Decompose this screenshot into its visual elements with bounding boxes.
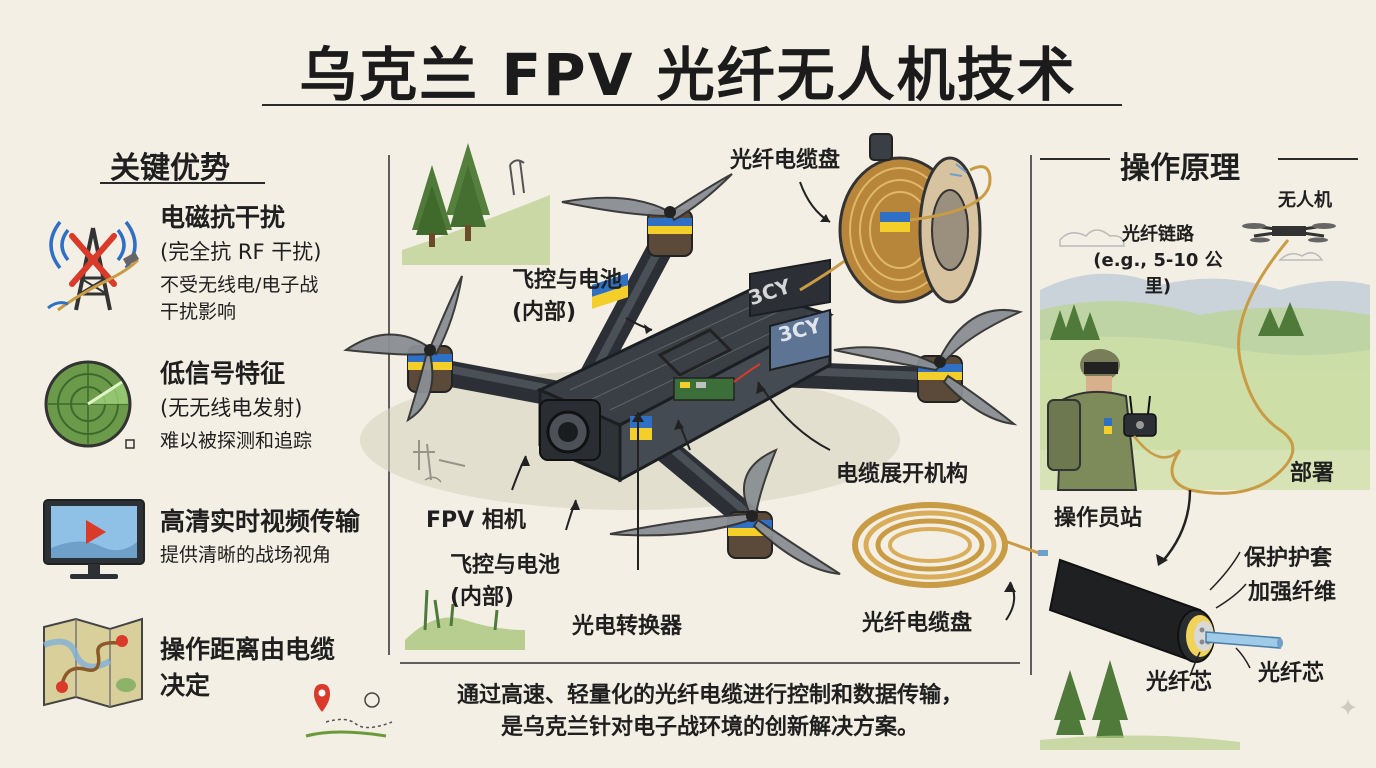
label-cable-deploy: 电缆展开机构 (836, 462, 969, 487)
caption-rule (400, 662, 1020, 664)
label-deploy: 部署 (1290, 461, 1335, 486)
fpv-drone-illustration (330, 133, 1048, 650)
adv-1-subtitle: (完全抗 RF 干扰) (160, 240, 322, 264)
label-spool-top: 光纤电缆盘 (730, 148, 841, 173)
page-title: 乌克兰 FPV 光纤无人机技术 (299, 41, 1077, 109)
adv-1-desc: 不受无线电/电子战 干扰影响 (160, 274, 319, 323)
label-fiber-core-1: 光纤芯 (1146, 670, 1213, 695)
adv-3-title: 高清实时视频传输 (160, 507, 361, 536)
caption: 通过高速、轻量化的光纤电缆进行控制和数据传输， 是乌克兰针对电子战环境的创新解决… (456, 683, 963, 740)
label-fc-battery-bottom: 飞控与电池 (内部) (450, 553, 561, 610)
adv-4-title: 操作距离由电缆 决定 (160, 635, 336, 700)
adv-1-title: 电磁抗干扰 (160, 203, 286, 232)
operator-soldier (1047, 349, 1181, 491)
label-operator-station: 操作员站 (1054, 506, 1143, 531)
sparkle-icon: ✦ (1338, 694, 1359, 722)
mini-drone (1242, 223, 1336, 243)
route-pin-doodle (296, 680, 396, 740)
map-route-icon (40, 615, 150, 710)
left-divider (388, 155, 390, 655)
label-fiber-core-2: 光纤芯 (1258, 661, 1325, 686)
adv-2-subtitle: (无无线电发射) (160, 396, 303, 420)
label-fpv-camera: FPV 相机 (426, 508, 526, 533)
right-divider (1030, 155, 1032, 675)
title-underline (262, 104, 1122, 106)
label-protective-jacket: 保护护套 (1244, 546, 1333, 571)
principle-rule-right (1278, 158, 1358, 160)
cable-cross-section (1048, 551, 1283, 677)
adv-2-title: 低信号特征 (160, 359, 286, 388)
adv-3-desc: 提供清晰的战场视角 (160, 544, 332, 566)
bottom-fiber-coil (852, 502, 1048, 588)
label-fiber-link: 光纤链路 (e.g., 5-10 公里) (1093, 224, 1223, 297)
radar-icon (40, 358, 140, 458)
label-drone: 无人机 (1278, 190, 1332, 211)
advantages-heading-rule (100, 182, 265, 184)
motor-front-left (647, 209, 693, 257)
grass-doodle-bottom (405, 570, 525, 650)
label-spool-bottom: 光纤电缆盘 (862, 611, 973, 636)
label-fc-battery-top: 飞控与电池 (内部) (512, 268, 623, 325)
principle-rule-left (1040, 158, 1110, 160)
jammed-antenna-icon (38, 200, 148, 315)
adv-2-desc: 难以被探测和追踪 (160, 430, 313, 452)
monitor-video-icon (40, 496, 150, 586)
operation-scene (1040, 190, 1370, 750)
trees-doodle (402, 135, 552, 265)
top-fiber-spool (838, 133, 992, 304)
label-converter: 光电转换器 (572, 614, 683, 639)
principle-heading: 操作原理 (1120, 151, 1240, 186)
advantages-heading: 关键优势 (110, 151, 230, 186)
label-strength-fiber: 加强纤维 (1248, 580, 1337, 605)
